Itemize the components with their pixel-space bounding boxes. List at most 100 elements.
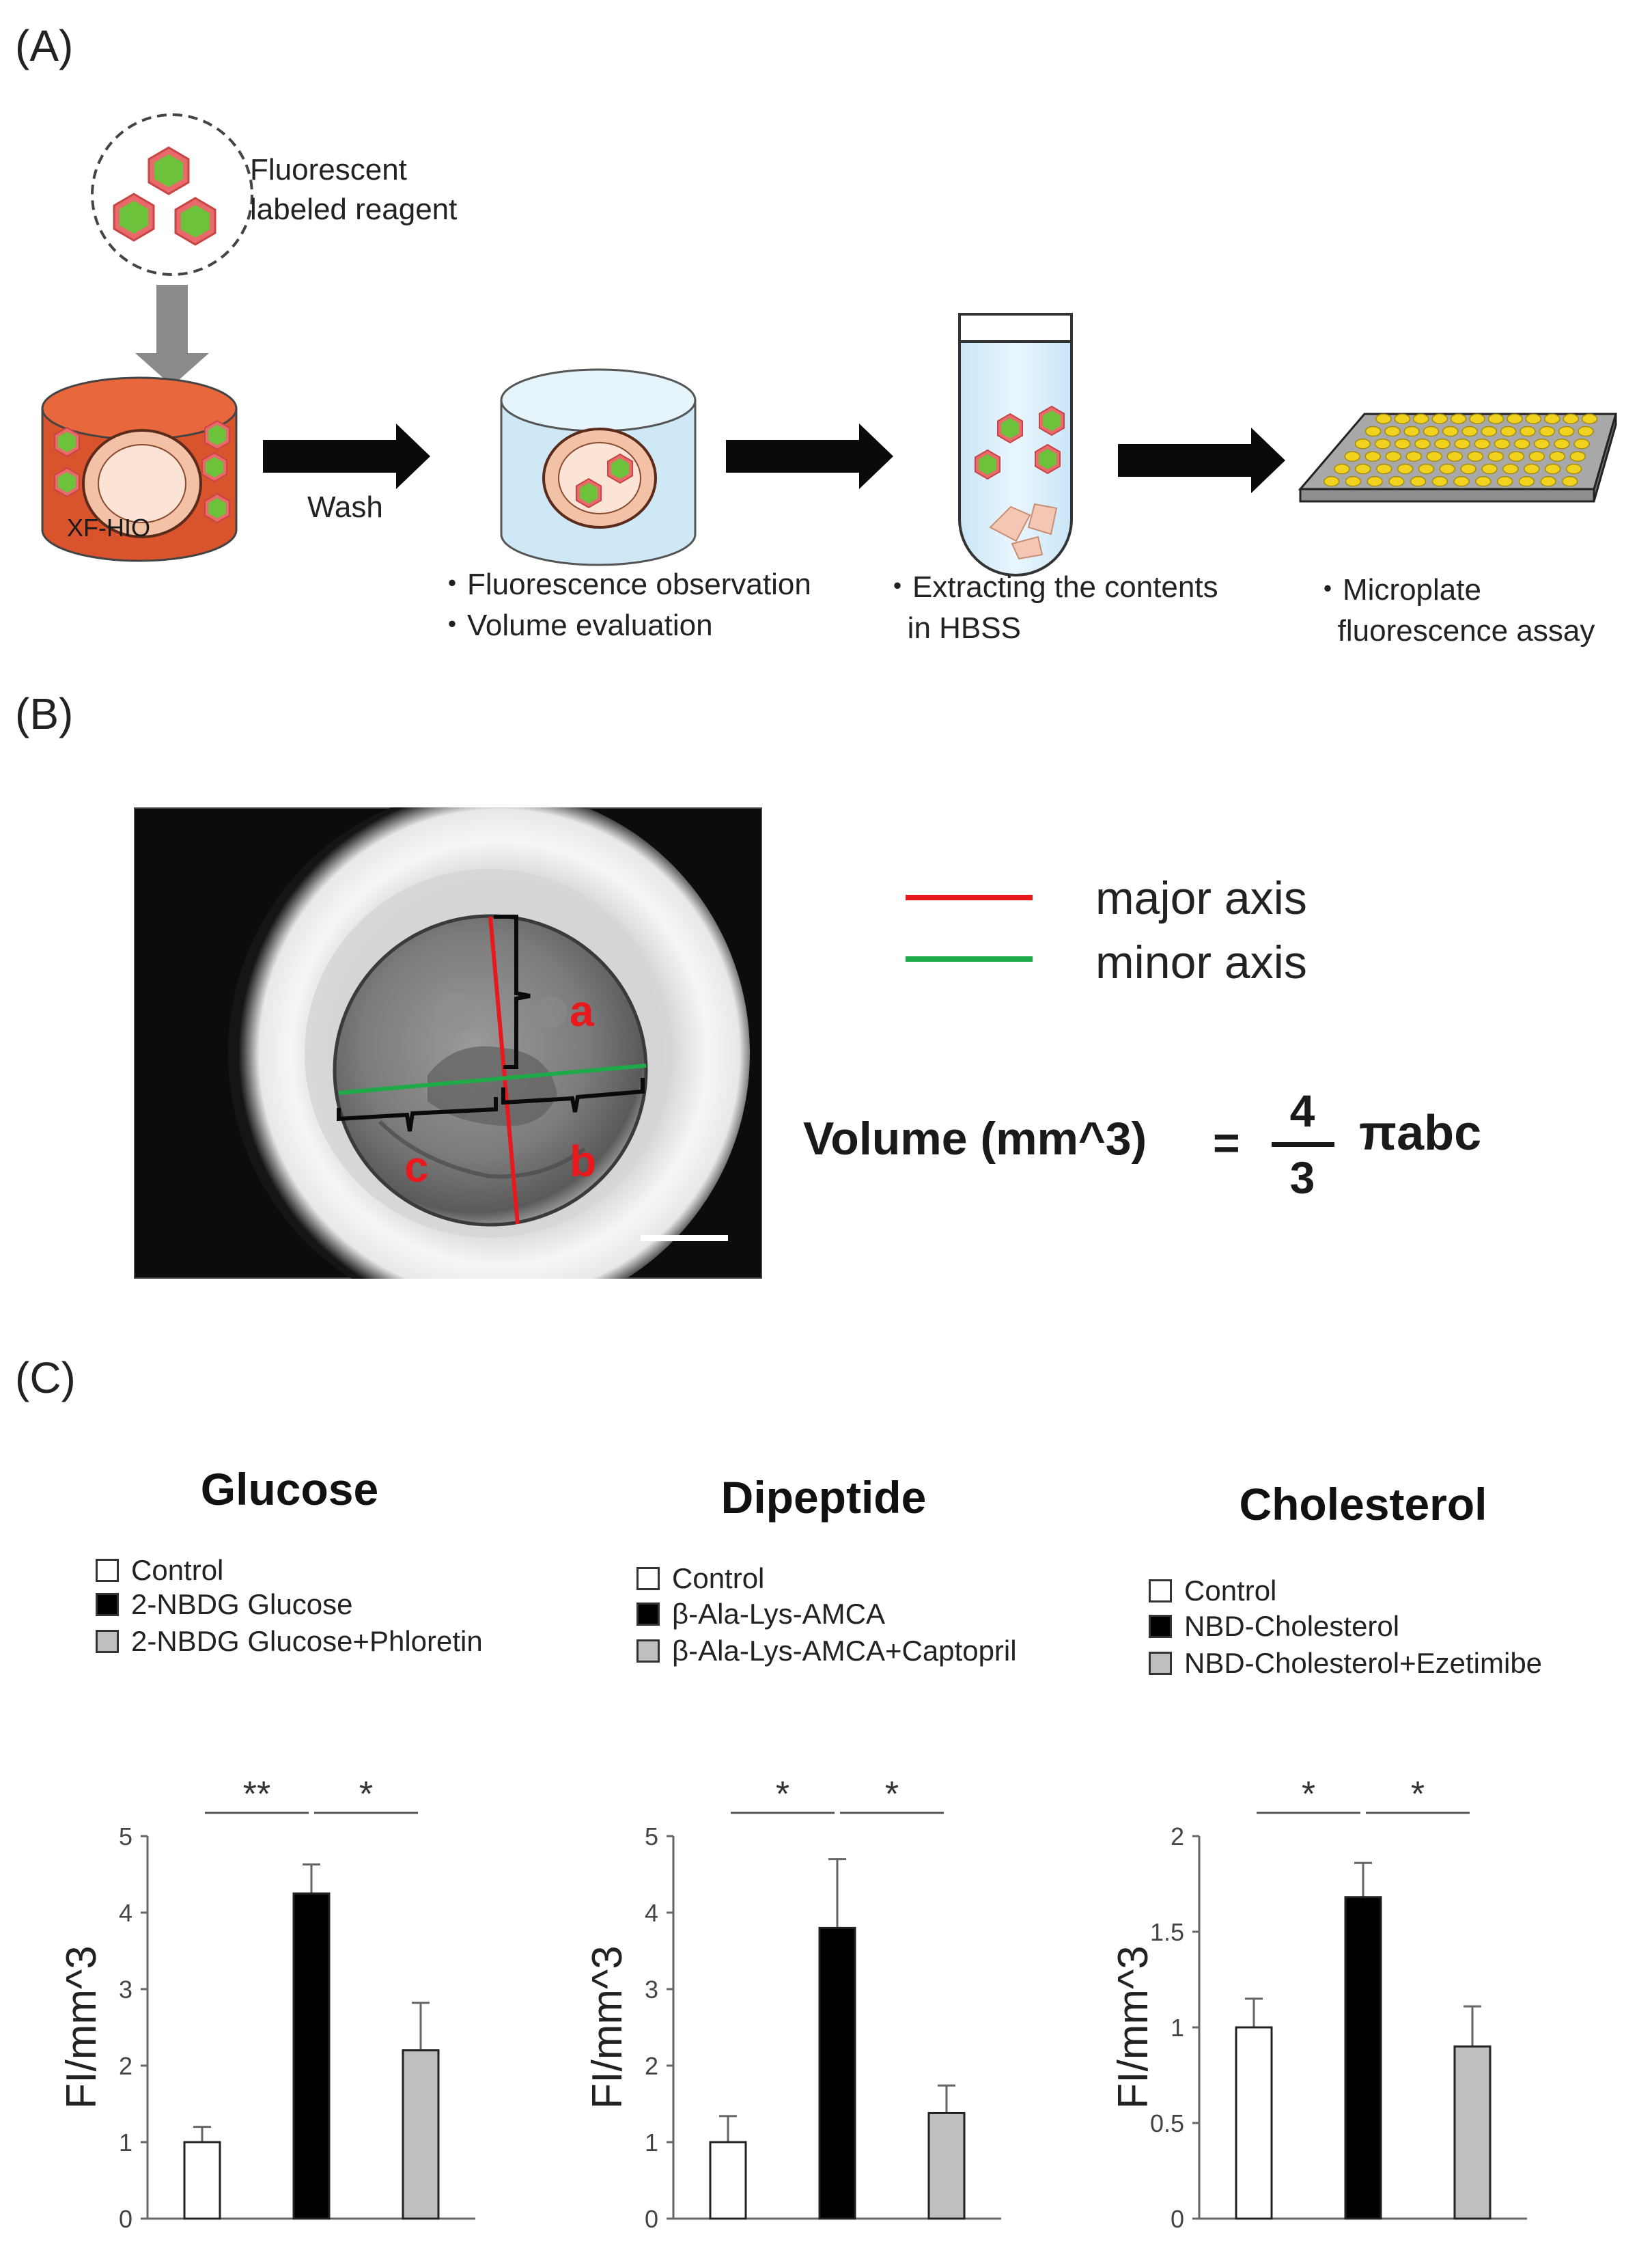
major-axis-line [488,916,520,1225]
scale-bar [641,1235,728,1241]
legend-item: NBD-Cholesterol+Ezetimibe [1149,1647,1542,1679]
plate-well [1418,463,1435,475]
plate-well [1502,463,1519,475]
plate-well [1375,413,1392,424]
bar [927,2111,966,2220]
bracket-a [494,915,531,1069]
plate-well [1454,439,1470,449]
plate-well [1394,413,1411,424]
panel-a-schematic [41,113,1617,577]
plate-well [1439,463,1456,475]
formula-fraction-bar [1272,1142,1334,1147]
plate-well [1388,476,1405,487]
chart-title-cholesterol: Cholesterol [1239,1479,1487,1529]
y-axis-label: FI/mm^3 [584,1945,631,2109]
y-tick-label: 1.5 [1150,1918,1184,1946]
plate-well [1323,476,1340,487]
plate-well [1344,451,1360,462]
plate-well [1565,463,1582,475]
plate-well [1453,476,1470,487]
plate-well [1487,413,1504,424]
organoid-label: XF-HIO [67,514,150,542]
bracket-b [501,1078,645,1113]
step-assay: ・Microplate fluorescence assay [1313,573,1595,648]
y-tick-label: 0 [119,2205,132,2233]
legend-minor-axis: minor axis [1095,936,1307,988]
plate-well [1518,476,1535,487]
bar [1235,2026,1273,2220]
plate-well [1334,463,1350,475]
plate-well [1442,426,1459,437]
legend-item: Control [96,1554,223,1586]
plate-well [1534,439,1550,449]
legend-item: β-Ala-Lys-AMCA [636,1598,885,1630]
plate-well [1450,413,1467,424]
plate-well [1431,413,1448,424]
plate-well [1367,476,1383,487]
plate-well [1375,463,1392,475]
plate-well [1355,463,1371,475]
plate-well [1494,439,1511,449]
bar [1453,2045,1492,2220]
plate-well [1508,451,1525,462]
plate-well [1403,426,1420,437]
y-tick-label: 5 [119,1822,132,1850]
plate-well [1426,451,1442,462]
plate-well [1540,476,1556,487]
plate-well [1528,451,1545,462]
legend-item: 2-NBDG Glucose [96,1588,352,1620]
plate-well [1385,451,1401,462]
add-reagent-arrow [135,285,209,386]
plate-well [1487,451,1504,462]
plate-well [1513,439,1530,449]
significance-label: ** [243,1775,270,1814]
formula-pi-abc: πabc [1359,1106,1482,1161]
plate-well [1481,426,1498,437]
axis-letter-c: c [404,1142,429,1191]
plate-well [1524,463,1540,475]
y-tick-label: 0 [1171,2205,1184,2233]
plate-well [1573,439,1590,449]
arrow-assay [1118,428,1285,493]
plate-well [1431,476,1448,487]
minor-axis-line [338,1064,647,1095]
significance-label: * [1411,1775,1425,1814]
bar [709,2141,747,2220]
plate-well [1520,426,1536,437]
plate-well [1507,413,1523,424]
legend-item: 2-NBDG Glucose+Phloretin [96,1625,483,1657]
plate-well [1539,426,1556,437]
step-extraction: ・Extracting the contents in HBSS [882,570,1218,645]
y-tick-label: 5 [645,1822,658,1850]
chart-title-dipeptide: Dipeptide [720,1472,927,1523]
plate-well [1446,451,1463,462]
y-tick-label: 0 [645,2205,658,2233]
plate-well [1558,426,1575,437]
plate-well [1554,439,1570,449]
formula-volume: Volume (mm^3) [803,1113,1147,1165]
formula-equals: = [1213,1117,1240,1169]
plate-well [1581,413,1598,424]
plate-well [1460,463,1476,475]
y-tick-label: 1 [119,2128,132,2156]
panel-a-label: (A) [15,21,74,70]
bracket-c [337,1097,498,1132]
axis-letter-b: b [570,1137,596,1186]
plate-well [1397,463,1414,475]
reagent-label: Fluorescent labeled reagent [250,153,458,226]
plate-well [1474,439,1491,449]
plate-well [1461,426,1478,437]
y-tick-label: 1 [645,2128,658,2156]
plate-well [1410,476,1427,487]
significance-label: * [885,1775,899,1814]
plate-well [1562,476,1578,487]
chart-title-glucose: Glucose [200,1464,379,1514]
legend-major-axis: major axis [1095,872,1307,924]
plate-well [1563,413,1579,424]
arrow-wash [263,424,430,489]
plate-well [1496,476,1513,487]
plate-well [1394,439,1411,449]
plate-well [1569,451,1586,462]
y-tick-label: 4 [645,1899,658,1927]
